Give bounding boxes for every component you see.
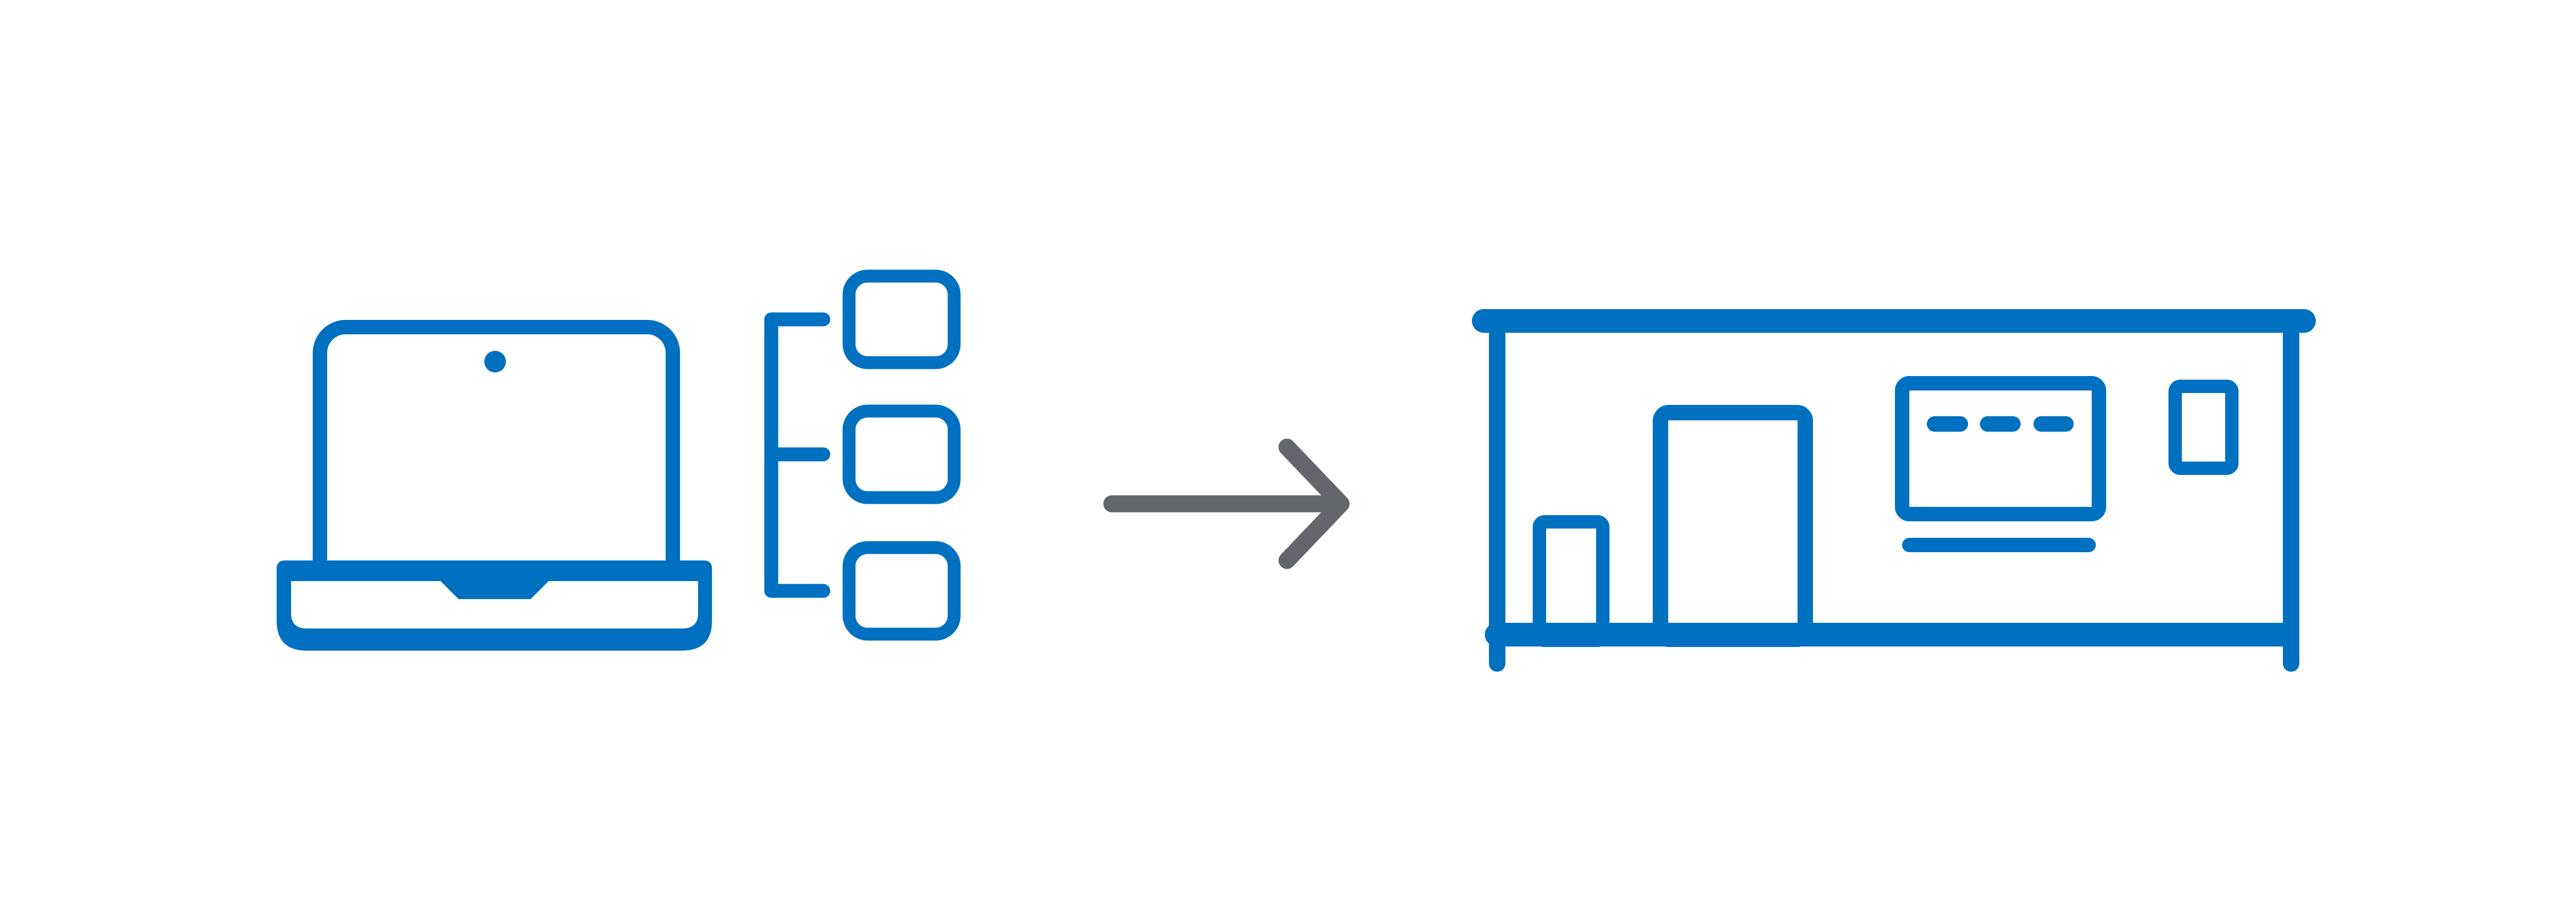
hierarchy-node bbox=[842, 404, 961, 504]
arrow-head bbox=[1278, 438, 1350, 569]
storefront-building-icon bbox=[1472, 309, 2316, 672]
laptop-icon bbox=[277, 320, 712, 651]
laptop-camera-dot bbox=[484, 351, 506, 372]
hierarchy-node bbox=[842, 541, 961, 641]
store-door bbox=[1653, 405, 1813, 647]
hierarchy-bracket bbox=[764, 312, 831, 598]
arrow-right-icon bbox=[1103, 438, 1350, 569]
hierarchy-list-icon bbox=[764, 269, 961, 641]
store-side-window bbox=[2168, 380, 2239, 475]
store-small-box bbox=[1533, 515, 1609, 647]
laptop-base-keyboard-notch bbox=[291, 581, 698, 628]
store-window bbox=[1895, 376, 2106, 521]
hierarchy-node bbox=[842, 269, 961, 369]
